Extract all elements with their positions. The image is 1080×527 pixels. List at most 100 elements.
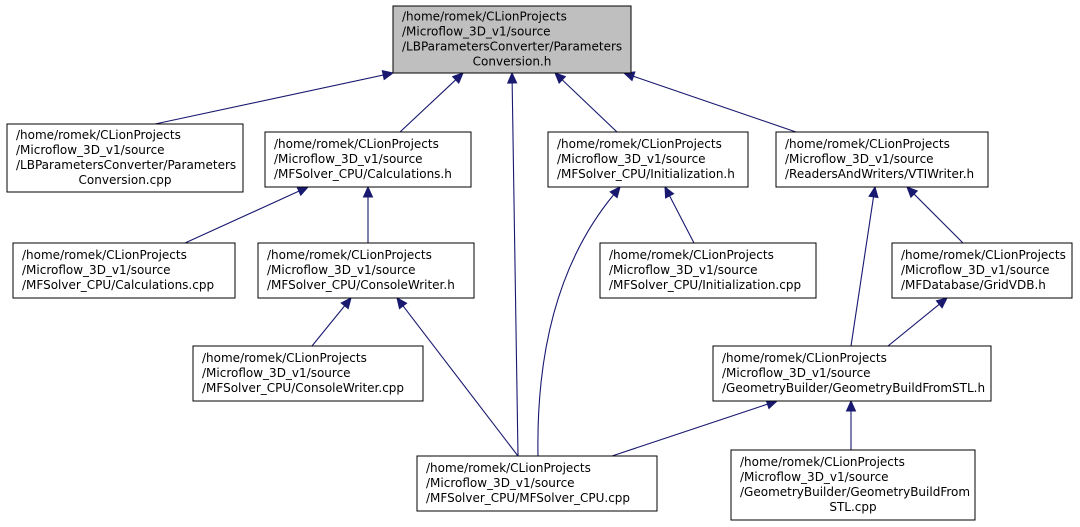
node-box[interactable] [416,455,658,512]
node-label-line: Conversion.cpp [79,173,172,187]
node-label-line: /Microflow_3D_v1/source [402,25,551,39]
edge-n11-n3 [537,186,621,457]
node-box[interactable] [547,131,749,188]
node-label-line: /home/romek/CLionProjects [16,128,181,142]
node-label-line: /MFSolver_CPU/ConsoleWriter.h [267,278,455,292]
edge-arrowhead [845,399,857,412]
node-label-line: /home/romek/CLionProjects [901,248,1066,262]
edge-n2-n0 [399,72,464,133]
file-node-n7[interactable]: /home/romek/CLionProjects/Microflow_3D_v… [599,242,817,299]
nodes-layer: /home/romek/CLionProjects/Microflow_3D_v… [6,5,1073,521]
edge-n6-n2 [362,185,374,243]
node-label-line: /MFSolver_CPU/ConsoleWriter.cpp [202,381,404,395]
edge-n9-n6 [311,297,352,347]
node-box[interactable] [891,242,1073,299]
file-node-n4[interactable]: /home/romek/CLionProjects/Microflow_3D_v… [775,131,989,188]
root-node-n0[interactable]: /home/romek/CLionProjects/Microflow_3D_v… [392,5,632,74]
edge-arrowhead [396,297,408,310]
node-label-line: /Microflow_3D_v1/source [609,263,758,277]
node-label-line: /Microflow_3D_v1/source [901,263,1050,277]
node-label-line: /home/romek/CLionProjects [426,461,591,475]
node-label-line: /GeometryBuilder/GeometryBuildFromSTL.h [722,381,985,395]
node-label-line: /Microflow_3D_v1/source [22,263,171,277]
edge-line [537,194,615,457]
node-label-line: /Microflow_3D_v1/source [785,152,934,166]
edge-n3-n0 [554,72,618,133]
edge-line [633,75,797,133]
node-label-line: /Microflow_3D_v1/source [557,152,706,166]
node-label-line: /home/romek/CLionProjects [557,137,722,151]
node-label-line: /MFSolver_CPU/MFSolver_CPU.cpp [426,491,630,505]
node-label-line: /Microflow_3D_v1/source [722,366,871,380]
file-node-n9[interactable]: /home/romek/CLionProjects/Microflow_3D_v… [192,345,424,402]
edge-n11-n0 [506,71,519,457]
edge-line [561,79,618,133]
file-node-n10[interactable]: /home/romek/CLionProjects/Microflow_3D_v… [712,345,992,402]
edge-arrowhead [609,186,621,199]
edge-n4-n0 [622,71,797,133]
file-node-n1[interactable]: /home/romek/CLionProjects/Microflow_3D_v… [6,123,244,193]
edge-line [850,196,875,347]
edge-arrowhead [868,185,879,199]
file-node-n8[interactable]: /home/romek/CLionProjects/Microflow_3D_v… [891,242,1073,299]
node-box[interactable] [712,345,992,402]
node-label-line: /Microflow_3D_v1/source [740,470,889,484]
node-label-line: /Microflow_3D_v1/source [426,476,575,490]
edge-line [913,193,964,244]
node-label-line: /home/romek/CLionProjects [609,248,774,262]
node-label-line: /home/romek/CLionProjects [740,455,905,469]
file-node-n6[interactable]: /home/romek/CLionProjects/Microflow_3D_v… [257,242,475,299]
node-box[interactable] [264,131,472,188]
edge-n1-n0 [154,70,395,125]
node-box[interactable] [257,242,475,299]
edge-line [669,195,695,244]
file-node-n11[interactable]: /home/romek/CLionProjects/Microflow_3D_v… [416,455,658,512]
edge-line [154,74,384,125]
node-box[interactable] [392,5,632,74]
edge-n12-n10 [845,399,857,450]
node-label-line: /ReadersAndWriters/VTIWriter.h [785,167,974,181]
edge-line [402,305,519,457]
node-box[interactable] [730,449,976,521]
edges-layer [154,70,964,457]
edge-n11-n6 [396,297,519,457]
node-box[interactable] [12,242,236,299]
edge-arrowhead [362,185,374,198]
edge-arrowhead [340,297,352,310]
node-label-line: /MFDatabase/GridVDB.h [901,278,1046,292]
edge-n8-n4 [906,186,964,244]
edge-arrowhead [664,185,675,199]
file-node-n12[interactable]: /home/romek/CLionProjects/Microflow_3D_v… [730,449,976,521]
node-box[interactable] [599,242,817,299]
edge-n5-n2 [184,186,310,244]
node-box[interactable] [775,131,989,188]
node-label-line: /Microflow_3D_v1/source [267,263,416,277]
edge-n10-n4 [850,185,879,347]
node-label-line: /LBParametersConverter/Parameters [16,158,236,172]
edge-arrowhead [381,70,395,81]
edge-arrowhead [554,72,567,85]
edge-line [399,79,457,133]
edge-n11-n10 [611,399,779,457]
edge-n7-n3 [664,185,695,244]
node-label-line: /MFSolver_CPU/Calculations.h [274,167,452,181]
file-node-n5[interactable]: /home/romek/CLionProjects/Microflow_3D_v… [12,242,236,299]
node-box[interactable] [192,345,424,402]
node-label-line: /Microflow_3D_v1/source [202,366,351,380]
node-label-line: /MFSolver_CPU/Calculations.cpp [22,278,214,292]
node-label-line: /Microflow_3D_v1/source [274,152,423,166]
file-node-n3[interactable]: /home/romek/CLionProjects/Microflow_3D_v… [547,131,749,188]
edge-line [511,82,519,457]
node-label-line: Conversion.h [473,55,552,69]
edge-line [887,303,940,347]
node-label-line: /home/romek/CLionProjects [402,10,567,24]
node-box[interactable] [6,123,244,193]
edge-line [184,190,300,244]
node-label-line: /home/romek/CLionProjects [722,351,887,365]
edge-arrowhead [451,72,464,85]
edge-arrowhead [296,186,310,197]
edge-n10-n8 [887,297,948,347]
edge-line [311,305,346,347]
file-node-n2[interactable]: /home/romek/CLionProjects/Microflow_3D_v… [264,131,472,188]
